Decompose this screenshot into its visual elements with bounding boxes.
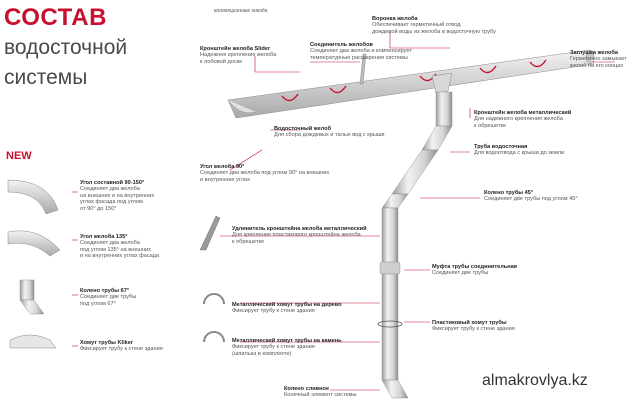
new-item-kliker-clamp: Хомут трубы Kliker Фиксирует трубу к сте… — [80, 340, 163, 353]
label-desc: Соединяет два желоба под углом 135° на в… — [80, 240, 160, 260]
label-title: Колено трубы 45° — [484, 190, 534, 196]
label-clamp-wood: Металлический хомут трубы на дерево Фикс… — [232, 302, 342, 315]
label-desc: Соединяет два желоба под углом 90° на вн… — [200, 170, 330, 183]
label-desc: Фиксирует трубу к стене здания — [232, 308, 315, 315]
label-title: Удлинитель кронштейна желоба металлическ… — [232, 226, 367, 232]
label-downpipe: Труба водосточная Для водоотвода с крыши… — [474, 144, 564, 157]
label-desc: Соединяет две трубы под углом 45° — [484, 196, 578, 203]
label-title: Водосточный желоб — [274, 126, 332, 132]
label-clamp-plastic: Пластиковый хомут трубы Фиксирует трубу … — [432, 320, 515, 333]
title-line-3: системы — [4, 66, 88, 89]
label-title: Воронка желоба — [372, 16, 418, 22]
label-desc: Обеспечивает герметичный отвод дождевой … — [372, 22, 496, 35]
new-badge: NEW — [6, 150, 32, 162]
label-title: Хомут трубы Kliker — [80, 340, 134, 346]
label-desc: Для крепления пластикового кронштейна же… — [232, 232, 361, 245]
label-title: Металлический хомут трубы на камень — [232, 338, 342, 344]
downpipe — [377, 91, 453, 399]
label-end-cap: Заглушка желоба Герметично замыкает жело… — [570, 50, 627, 69]
brand-logo: almakrovlya.kz — [482, 372, 588, 389]
label-coupling: Муфта трубы соединительная Соединяет две… — [432, 264, 517, 277]
label-desc: Для водоотвода с крыши до земли — [474, 150, 565, 157]
label-desc: Соединяет две трубы под углом 67° — [80, 294, 137, 307]
label-desc: Фиксирует трубу к стене здания — [80, 346, 163, 353]
label-desc: Конечный элемент системы — [284, 392, 357, 399]
callout-small: коллекционные гнезда — [214, 8, 268, 14]
label-title: Муфта трубы соединительная — [432, 264, 517, 270]
label-title: Металлический хомут трубы на дерево — [232, 302, 342, 308]
label-desc: Соединяет два желоба на внешних и на вну… — [80, 186, 155, 212]
title-line-1: СОСТАВ — [4, 4, 107, 31]
label-clamp-stone: Металлический хомут трубы на камень Фикс… — [232, 338, 342, 357]
label-title: Кронштейн желоба металлический — [474, 110, 572, 116]
label-bracket-slider: Кронштейн желоба Slider Надежное креплен… — [200, 46, 276, 65]
label-bracket-extension: Удлинитель кронштейна желоба металлическ… — [232, 226, 367, 245]
label-connector: Соединитель желобов Соединяет два желоба… — [310, 42, 412, 61]
gutter-run — [227, 49, 595, 119]
title-line-2: водосточной — [4, 36, 128, 59]
label-title: Колено трубы 67° — [80, 288, 130, 294]
new-item-corner-135: Угол желоба 135° Соединяет два желоба по… — [80, 234, 159, 260]
new-item-elbow-67: Колено трубы 67° Соединяет две трубы под… — [80, 288, 136, 307]
label-desc: Соединяет два желоба и компенсирует темп… — [310, 48, 412, 61]
label-desc: Соединяет две трубы — [432, 270, 489, 277]
label-title: Заглушка желоба — [570, 50, 618, 56]
label-desc: Надежное крепление желоба к лобовой доск… — [200, 52, 277, 65]
label-desc: Фиксирует трубу к стене здания — [432, 326, 515, 333]
label-title: Угол желоба 135° — [80, 234, 128, 240]
label-title: Пластиковый хомут трубы — [432, 320, 507, 326]
label-desc: Для сбора дождевых и талых вод с крыши — [274, 132, 385, 139]
label-desc: Герметично замыкает желоб на его концах — [570, 56, 627, 69]
label-title: Колено сливное — [284, 386, 330, 392]
label-elbow-45: Колено трубы 45° Соединяет две трубы под… — [484, 190, 578, 203]
label-title: Соединитель желобов — [310, 42, 373, 48]
label-funnel: Воронка желоба Обеспечивает герметичный … — [372, 16, 496, 35]
label-title: Труба водосточная — [474, 144, 528, 150]
new-item-corner-composite: Угол составной 90-150° Соединяет два жел… — [80, 180, 154, 212]
label-title: Угол составной 90-150° — [80, 180, 145, 186]
label-metal-bracket: Кронштейн желоба металлический Для надеж… — [474, 110, 571, 129]
label-gutter: Водосточный желоб Для сбора дождевых и т… — [274, 126, 384, 139]
label-title: Угол желоба 90° — [200, 164, 245, 170]
new-items-thumbs — [7, 179, 225, 349]
label-title: Кронштейн желоба Slider — [200, 46, 271, 52]
label-corner-90: Угол желоба 90° Соединяет два желоба под… — [200, 164, 329, 183]
label-desc: Для надежного крепления желоба к обрешет… — [474, 116, 563, 129]
label-drain-elbow: Колено сливное Конечный элемент системы — [284, 386, 357, 399]
label-desc: Фиксирует трубу к стене здания (шпилька … — [232, 344, 315, 357]
